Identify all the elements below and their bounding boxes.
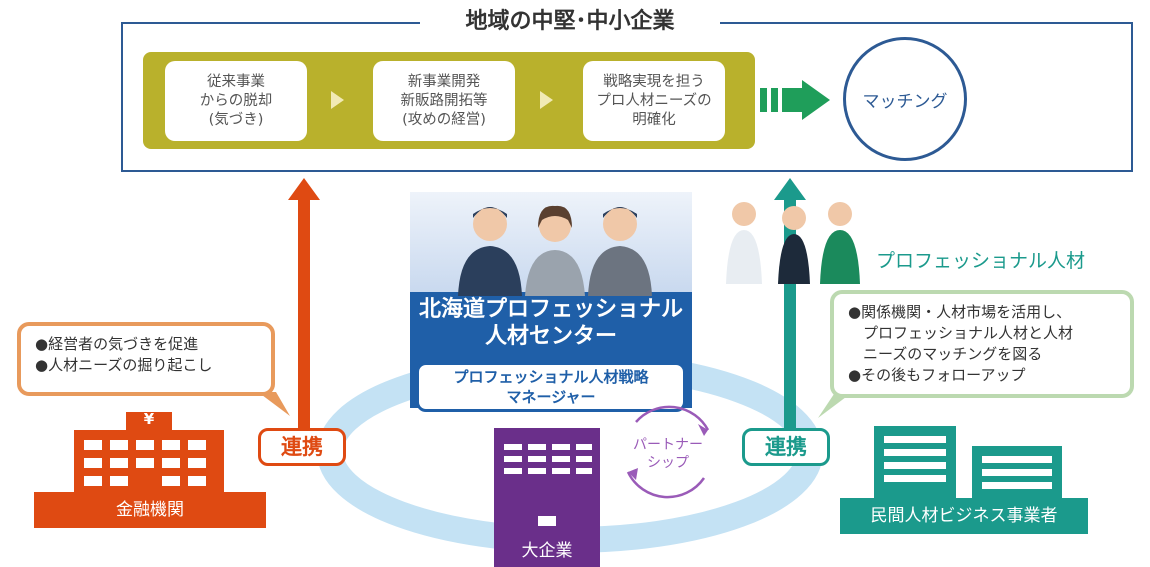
step-arrow-icon [331,91,344,109]
finance-label: 金融機関 [34,492,266,528]
teal-up-arrow-icon [774,178,806,428]
finance-building-icon [74,412,224,492]
yen-symbol: ¥ [143,410,155,428]
manager-label: プロフェッショナル人材戦略マネージャー [416,362,686,412]
step-1: 従来事業からの脱却(気づき) [165,61,307,141]
large-company-building-icon [494,428,600,538]
renkei-left: 連携 [258,428,346,466]
step-2: 新事業開発新販路開拓等(攻めの経営) [373,61,515,141]
private-hr-label: 民間人材ビジネス事業者 [840,498,1088,534]
step-arrow-icon [540,91,553,109]
right-callout: ●関係機関・人材市場を活用し、 プロフェッショナル人材と人材 ニーズのマッチング… [830,290,1134,398]
staff-people-icon [458,205,652,296]
matching-arrow-icon [760,80,830,120]
matching-circle: マッチング [843,37,967,161]
step-3: 戦略実現を担うプロ人材ニーズの明確化 [583,61,725,141]
partnership-label: パートナーシップ [633,437,703,471]
left-callout: ●経営者の気づきを促進●人材ニーズの掘り起こし [17,322,275,396]
professional-label: プロフェッショナル人材 [876,250,1086,272]
renkei-right: 連携 [742,428,830,466]
center-title: 北海道プロフェッショナル人材センター [418,297,683,349]
right-callout-tail-icon [818,394,850,418]
professional-people-icon [726,202,860,284]
matching-label: マッチング [862,91,948,112]
orange-up-arrow-icon [288,178,320,428]
frame-title: 地域の中堅･中小企業 [420,6,720,38]
private-hr-building-icon [874,426,1062,504]
large-company-label: 大企業 [494,536,600,567]
partnership-cycle-icon [626,405,710,499]
left-callout-tail-icon [258,392,290,416]
